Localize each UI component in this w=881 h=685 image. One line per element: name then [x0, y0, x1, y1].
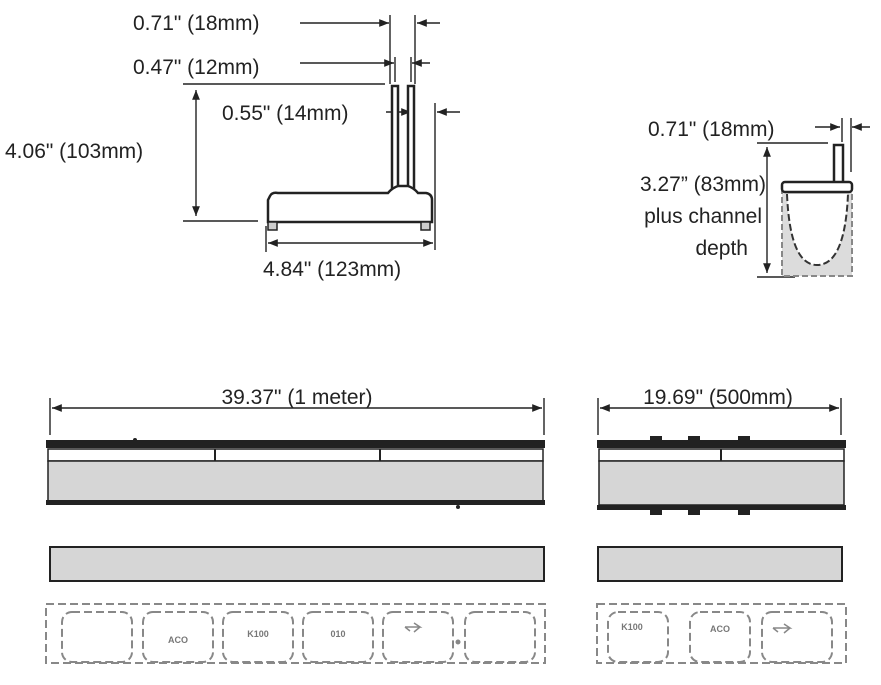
dim-label-length-1m: 39.37" (1 meter) [221, 386, 372, 409]
elevation-long: 39.37" (1 meter) ACO K100 010 [45, 386, 546, 664]
elevation-short: 19.69" (500mm) K100 ACO [596, 386, 847, 664]
dimension-lines [183, 15, 460, 252]
grate-top-view [49, 546, 545, 582]
dim-label-slot-width: 0.47" (12mm) [133, 56, 260, 79]
dim-label-bar-width: 0.55" (14mm) [222, 102, 349, 125]
grate-side-view-short [597, 436, 846, 515]
dimension-lines-right [757, 118, 870, 278]
module-mark-aco-short: ACO [710, 624, 730, 634]
dim-label-height-note-2: depth [695, 237, 748, 260]
dim-label-height: 4.06" (103mm) [5, 140, 143, 163]
channel-side-view: ACO K100 010 [45, 603, 546, 664]
cross-section-view: 0.71" (18mm) 0.47" (12mm) 0.55" (14mm) 4… [5, 12, 460, 281]
dim-label-base-width: 4.84" (123mm) [263, 258, 401, 281]
module-mark-k100-short: K100 [621, 622, 643, 632]
module-mark-aco: ACO [168, 635, 188, 645]
flow-arrow-icon [772, 623, 793, 634]
module-mark-k100: K100 [247, 629, 269, 639]
grate-side-view [46, 438, 545, 509]
dim-label-frame-width-right: 0.71" (18mm) [648, 118, 775, 141]
grate-top-view-short [597, 546, 843, 582]
dim-label-length-500mm: 19.69" (500mm) [643, 386, 793, 409]
channel-section-view: 0.71" (18mm) 3.27” (83mm) plus channel d… [640, 118, 870, 278]
dim-label-height-note: plus channel [644, 205, 762, 228]
module-mark-010: 010 [330, 629, 345, 639]
dim-label-height-right: 3.27” (83mm) [640, 173, 766, 196]
flow-arrow-icon [404, 622, 423, 633]
dim-label-frame-width: 0.71" (18mm) [133, 12, 260, 35]
channel-profile [780, 143, 854, 277]
grate-profile [266, 84, 434, 231]
channel-side-view-short: K100 ACO [596, 603, 847, 664]
